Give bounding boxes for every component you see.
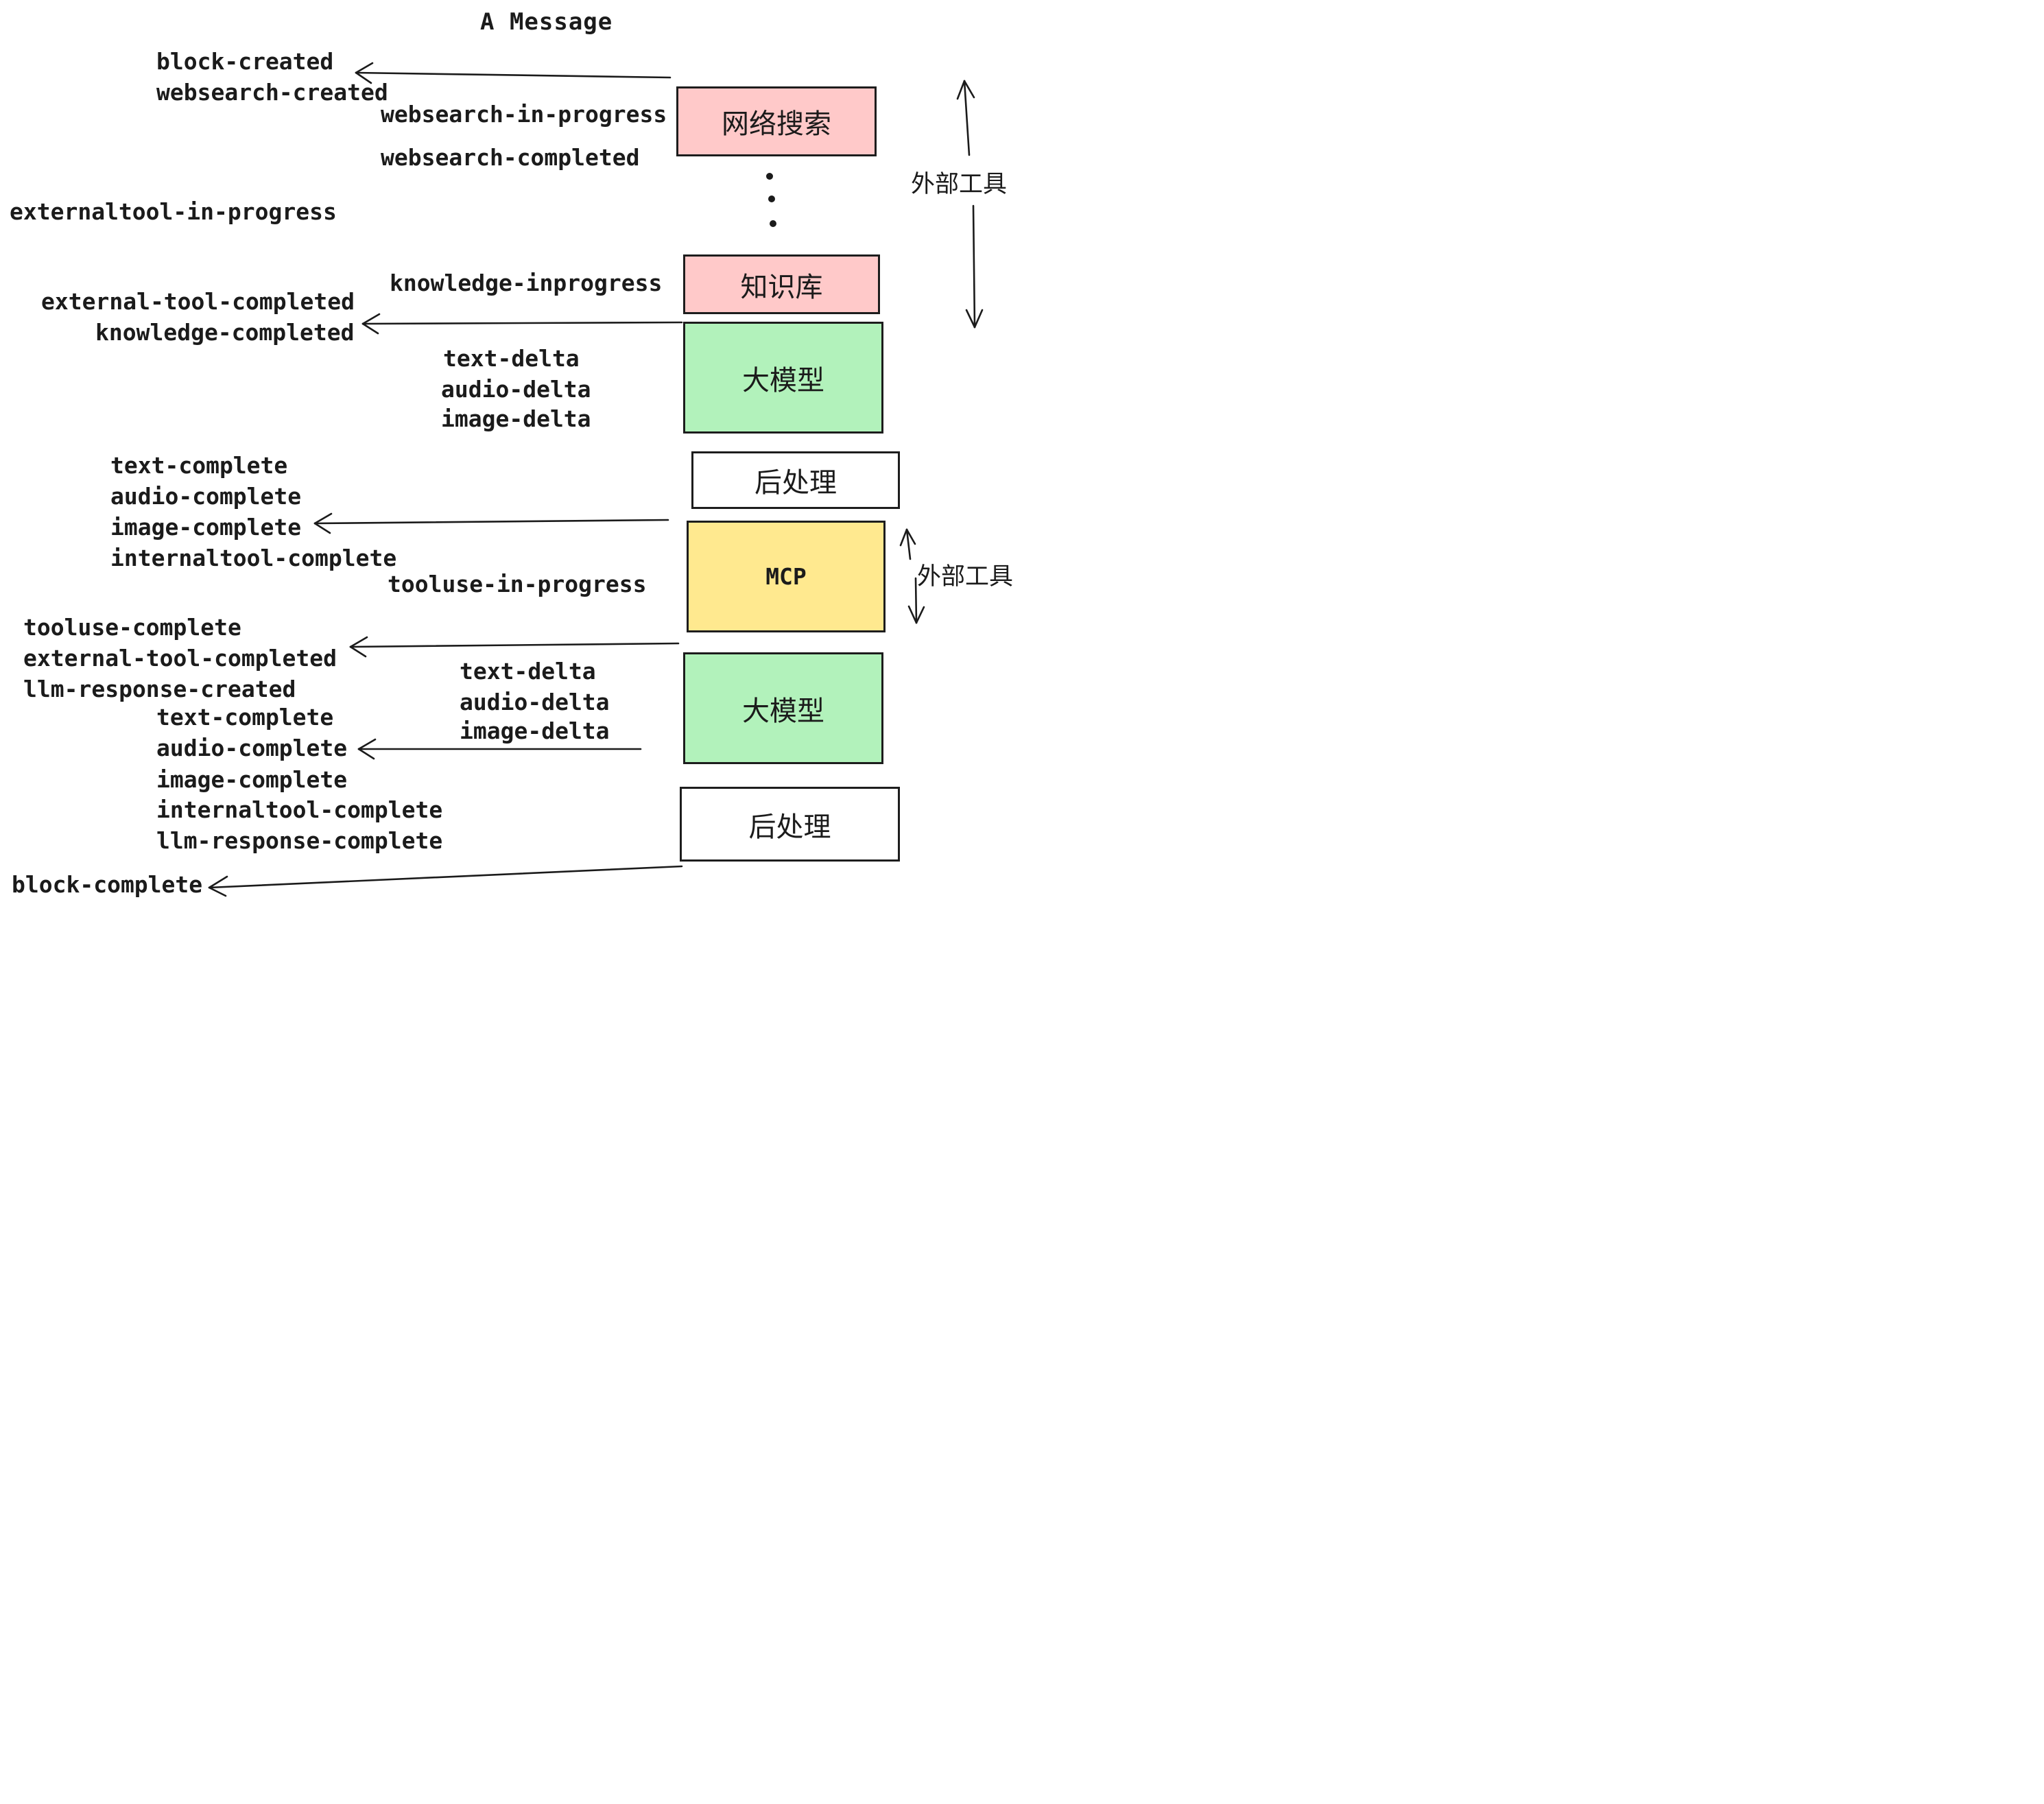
external-tools-label-1: 外部工具	[911, 171, 1008, 198]
box-postprocess-1-label: 后处理	[754, 468, 837, 498]
event-llm-response-created: llm-response-created	[23, 676, 296, 702]
box-llm-1-label: 大模型	[742, 365, 824, 396]
arrow-to-knowledge-completed	[361, 313, 683, 335]
event-llm-response-complete: llm-response-complete	[156, 827, 443, 854]
event-websearch-created: websearch-created	[156, 79, 388, 106]
event-audio-delta-2: audio-delta	[460, 689, 610, 715]
event-tooluse-in-progress: tooluse-in-progress	[388, 571, 647, 597]
box-knowledge-base: 知识库	[683, 254, 880, 314]
box-mcp: MCP	[687, 521, 886, 632]
external-tools-label-2: 外部工具	[917, 563, 1014, 590]
box-websearch-label: 网络搜索	[722, 109, 831, 139]
event-internaltool-complete-1: internaltool-complete	[110, 545, 397, 571]
event-image-delta-1: image-delta	[441, 405, 591, 432]
event-audio-delta-1: audio-delta	[441, 376, 591, 403]
wires-layer	[208, 62, 984, 897]
event-external-tool-completed-2: external-tool-completed	[23, 645, 337, 672]
event-audio-complete-2: audio-complete	[156, 735, 348, 761]
event-tooluse-complete: tooluse-complete	[23, 614, 241, 641]
box-knowledge-base-label: 知识库	[740, 272, 823, 302]
event-knowledge-inprogress: knowledge-inprogress	[390, 270, 663, 296]
event-websearch-completed: websearch-completed	[381, 144, 640, 171]
event-text-complete-2: text-complete	[156, 704, 334, 731]
box-postprocess-1: 后处理	[691, 451, 900, 509]
external-tools-arrow-1	[956, 80, 984, 329]
event-block-created: block-created	[156, 48, 334, 75]
box-postprocess-2-label: 后处理	[748, 811, 831, 842]
event-audio-complete-1: audio-complete	[110, 483, 302, 510]
box-websearch: 网络搜索	[676, 86, 877, 156]
arrow-to-block-created	[355, 62, 672, 84]
event-text-delta-1: text-delta	[443, 345, 580, 372]
external-tools-arrow-2	[899, 528, 925, 624]
diagram-title: A Message	[480, 8, 613, 36]
box-llm-2-label: 大模型	[742, 696, 824, 726]
ellipsis-dots	[766, 173, 776, 227]
event-image-complete-1: image-complete	[110, 514, 302, 541]
event-websearch-in-progress: websearch-in-progress	[381, 101, 667, 128]
arrow-to-audio-complete	[357, 738, 642, 760]
diagram-canvas: A Message block-created websearch-create…	[0, 0, 1022, 902]
box-postprocess-2: 后处理	[680, 787, 900, 862]
arrow-to-tooluse-complete	[349, 636, 680, 658]
event-block-complete: block-complete	[12, 871, 203, 898]
box-llm-1: 大模型	[683, 322, 883, 434]
arrow-to-block-complete	[208, 865, 683, 897]
event-knowledge-completed: knowledge-completed	[95, 319, 355, 346]
event-externaltool-in-progress: externaltool-in-progress	[10, 198, 337, 225]
event-internaltool-complete-2: internaltool-complete	[156, 796, 443, 823]
arrow-to-image-complete	[313, 512, 669, 534]
box-llm-2: 大模型	[683, 652, 883, 764]
event-external-tool-completed-1: external-tool-completed	[41, 288, 355, 315]
event-text-complete-1: text-complete	[110, 452, 288, 479]
box-mcp-label: MCP	[765, 563, 807, 590]
event-image-delta-2: image-delta	[460, 717, 610, 744]
event-image-complete-2: image-complete	[156, 766, 348, 793]
event-text-delta-2: text-delta	[460, 658, 596, 685]
